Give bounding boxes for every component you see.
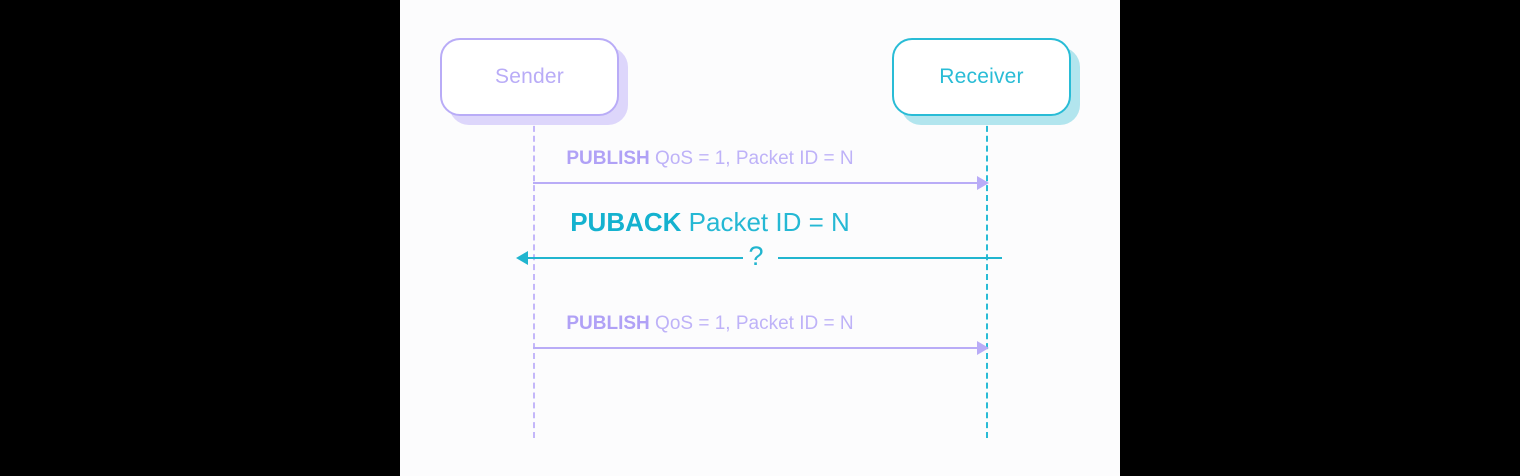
message-publish-2: PUBLISH QoS = 1, Packet ID = N bbox=[400, 295, 1120, 355]
sequence-diagram-canvas: Sender Receiver PUBLISH QoS = 1, Packet … bbox=[400, 0, 1120, 476]
participant-node-sender[interactable]: Sender bbox=[440, 38, 619, 116]
participant-node-receiver[interactable]: Receiver bbox=[892, 38, 1071, 116]
arrow-head-right-icon bbox=[977, 340, 989, 355]
arrow-head-left-icon bbox=[516, 250, 528, 265]
message-arrow-line-publish-1 bbox=[533, 182, 983, 184]
message-arrow-line-publish-2 bbox=[533, 347, 983, 349]
message-detail: Packet ID = N bbox=[681, 207, 850, 237]
message-label-publish-2: PUBLISH QoS = 1, Packet ID = N bbox=[500, 313, 920, 335]
arrow-head-right-icon bbox=[977, 175, 989, 190]
lifeline-receiver bbox=[986, 116, 988, 438]
message-arrow-line-puback-left bbox=[528, 257, 743, 259]
participant-label-receiver: Receiver bbox=[939, 65, 1024, 88]
uncertainty-question-mark: ? bbox=[748, 241, 764, 271]
message-puback: PUBACK Packet ID = N ? bbox=[400, 205, 1120, 270]
message-detail: QoS = 1, Packet ID = N bbox=[649, 313, 854, 334]
lifeline-sender bbox=[533, 116, 535, 438]
message-keyword: PUBLISH bbox=[566, 313, 650, 334]
participant-label-sender: Sender bbox=[495, 65, 564, 88]
message-label-puback: PUBACK Packet ID = N bbox=[480, 207, 940, 238]
message-keyword: PUBACK bbox=[570, 207, 682, 237]
message-arrow-line-puback-right bbox=[778, 257, 1002, 259]
message-label-publish-1: PUBLISH QoS = 1, Packet ID = N bbox=[500, 148, 920, 170]
message-publish-1: PUBLISH QoS = 1, Packet ID = N bbox=[400, 130, 1120, 190]
message-keyword: PUBLISH bbox=[566, 148, 650, 169]
message-detail: QoS = 1, Packet ID = N bbox=[649, 148, 854, 169]
